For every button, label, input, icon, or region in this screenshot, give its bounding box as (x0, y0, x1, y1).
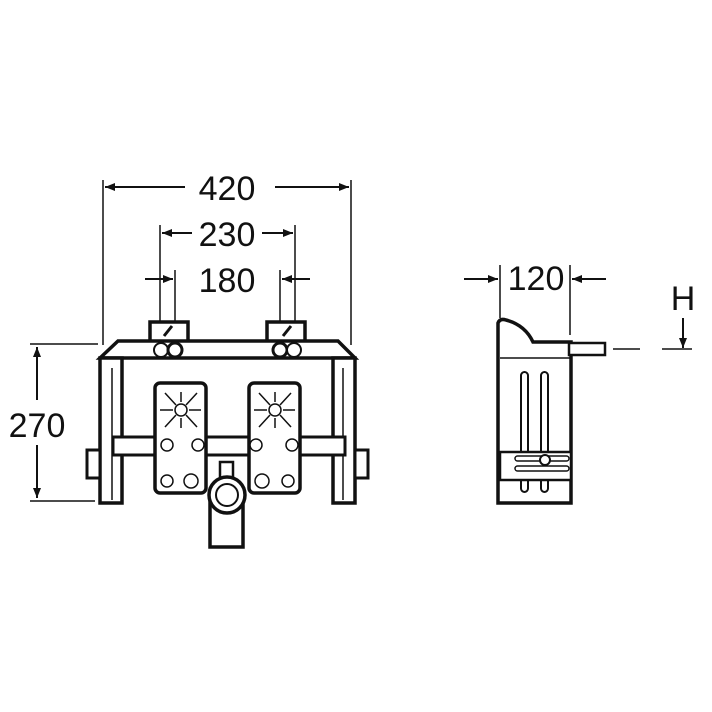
side-view-frame (496, 317, 607, 505)
dimension-label-180: 180 (199, 262, 256, 300)
dimension-180: 180 (145, 262, 310, 330)
dimension-270: 270 (9, 343, 98, 502)
dimension-label-230: 230 (199, 216, 256, 254)
dimension-120: 120 (464, 260, 606, 335)
height-reference-label: H (671, 280, 696, 318)
dimension-label-270: 270 (9, 407, 66, 445)
front-view-frame (85, 320, 370, 549)
dimension-label-120: 120 (508, 260, 565, 298)
dimension-420: 420 (102, 170, 352, 345)
dimension-label-420: 420 (199, 170, 256, 208)
height-reference-H: H (550, 280, 696, 350)
dimension-230: 230 (159, 216, 296, 330)
